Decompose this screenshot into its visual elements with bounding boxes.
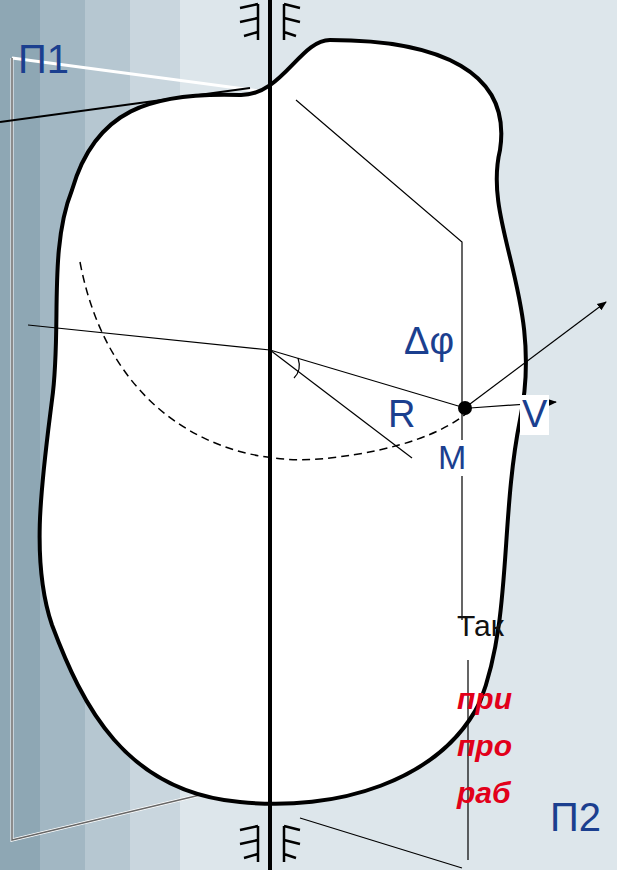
emphasis-text: про	[455, 730, 514, 762]
emphasis-text: раб	[455, 777, 513, 809]
point-label: M	[436, 440, 468, 476]
rigid-body	[40, 40, 526, 804]
plane-p1-front	[12, 58, 200, 840]
velocity-arrow	[470, 302, 606, 404]
body-text: Так	[455, 610, 506, 642]
plane-label: П1	[16, 38, 71, 80]
point-m	[458, 401, 472, 415]
plane-trace	[28, 325, 270, 350]
trajectory-circle	[80, 262, 468, 460]
radius-label: R	[386, 395, 417, 435]
rotation-axis	[268, 0, 272, 870]
tangent-line	[0, 88, 250, 122]
velocity-label: V	[520, 395, 549, 435]
bearing-symbol	[240, 4, 300, 862]
emphasis-text: при	[455, 683, 514, 715]
angle-arc	[294, 358, 299, 378]
plane-label: П2	[548, 796, 603, 838]
angle-label: Δφ	[402, 322, 456, 362]
plane-p2	[296, 100, 468, 868]
